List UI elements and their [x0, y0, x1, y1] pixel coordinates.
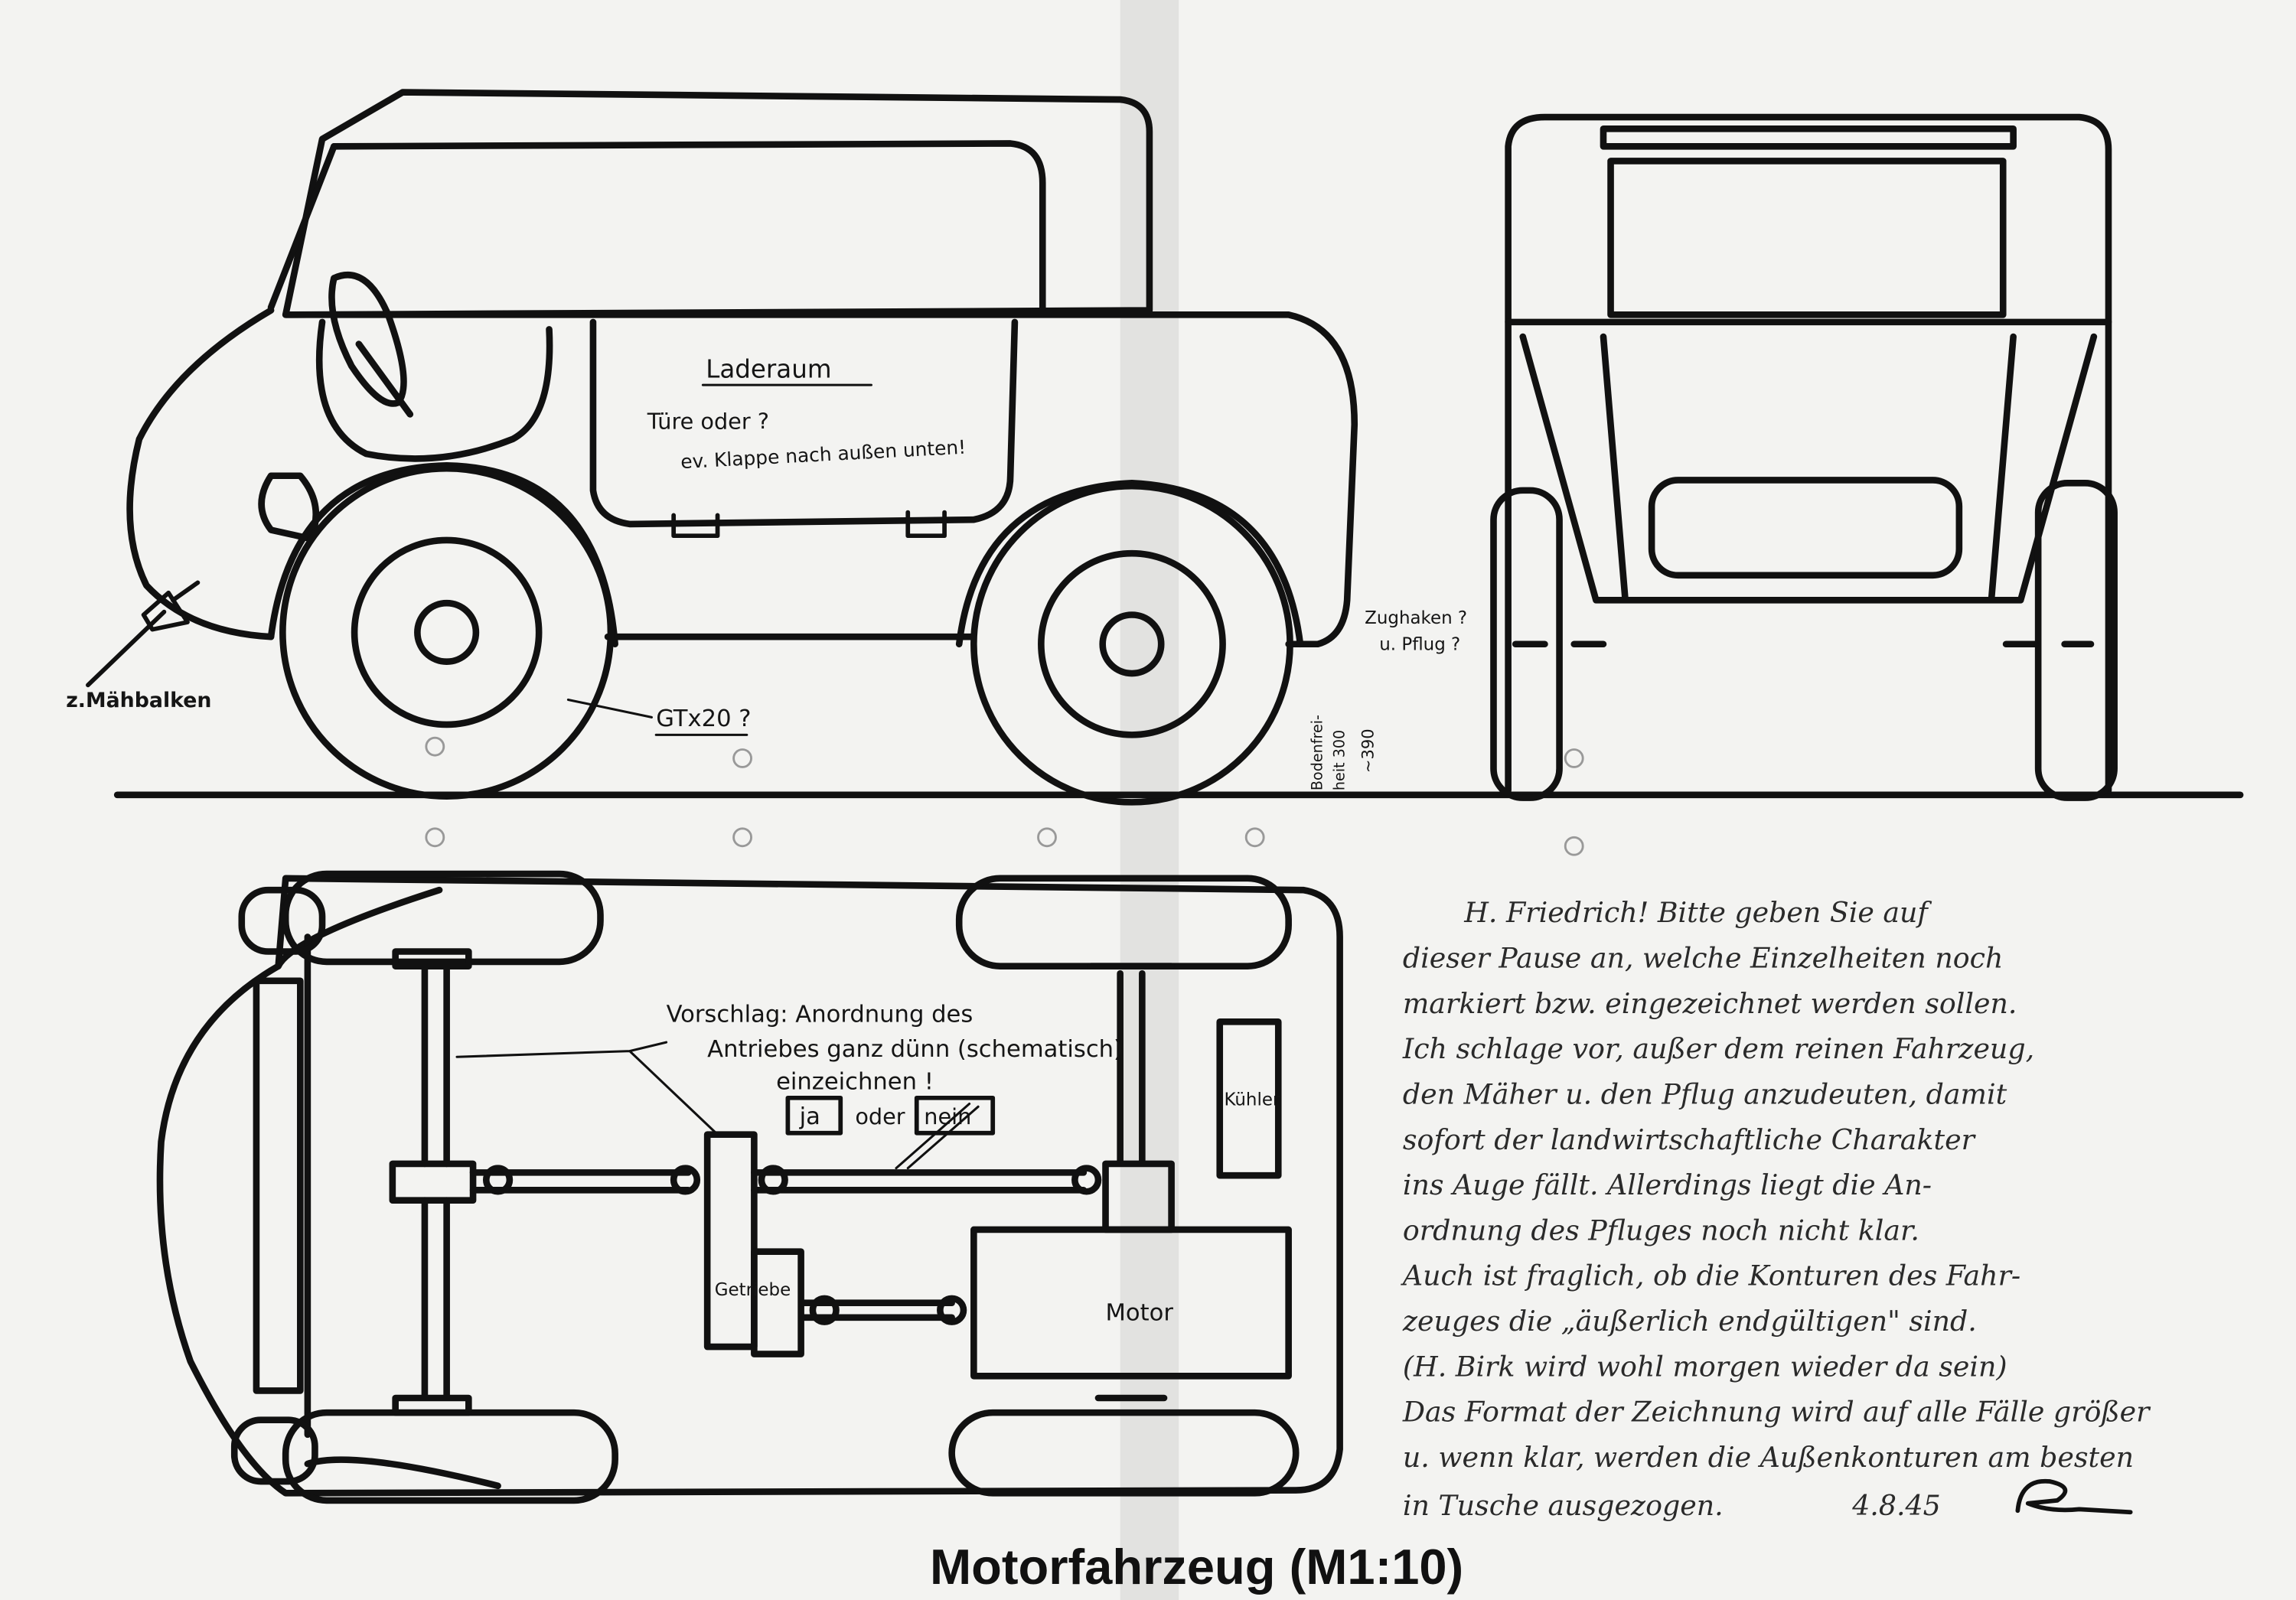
- note-line: H. Friedrich! Bitte geben Sie auf: [1463, 896, 1932, 929]
- windshield-post: [267, 143, 338, 311]
- gearbox-label: Getriebe: [715, 1280, 791, 1300]
- front-axle: [392, 948, 472, 1416]
- gearbox: [703, 1131, 758, 1351]
- no-strike: [895, 1102, 980, 1170]
- proposal-line-1: Vorschlag: Anordnung des: [667, 1001, 974, 1028]
- body-outline: [126, 307, 1358, 648]
- joint: [758, 1165, 788, 1195]
- joint: [1071, 1165, 1102, 1195]
- mower-label: z.Mähbalken: [66, 689, 211, 712]
- note-date: 4.8.45: [1851, 1489, 1941, 1522]
- tire-label: GTx20 ?: [656, 705, 751, 732]
- engine-label: Motor: [1106, 1300, 1174, 1327]
- front-right-wheel: [2034, 480, 2118, 801]
- front-frame: [1505, 318, 2112, 604]
- flap-note: ev. Klappe nach außen unten!: [680, 436, 967, 473]
- rear-wheel: [970, 482, 1293, 806]
- top-view: Vorschlag: Anordnung des Antriebes ganz …: [156, 870, 1343, 1504]
- punch-holes: [425, 736, 1584, 856]
- proposal-line-3: einzeichnen !: [776, 1068, 934, 1095]
- note-line: sofort der landwirtschaftliche Charakter: [1403, 1123, 1977, 1156]
- yes-box: [785, 1095, 843, 1136]
- radiator-label: Kühler: [1224, 1090, 1280, 1110]
- signature: [2015, 1478, 2133, 1515]
- roof-rail: [331, 140, 1046, 314]
- door-question: Türe oder ?: [647, 409, 769, 435]
- steering-wheel: [328, 272, 414, 418]
- note-line: Ich schlage vor, außer dem reinen Fahrze…: [1402, 1032, 2034, 1065]
- proposal-line-2: Antriebes ganz dünn (schematisch): [707, 1036, 1123, 1063]
- front-differential: [389, 1160, 477, 1204]
- note-line: ordnung des Pfluges noch nicht klar.: [1403, 1214, 1919, 1246]
- cargo-door: [589, 318, 1019, 528]
- front-roof: [1600, 125, 2017, 150]
- front-fender: [267, 462, 618, 648]
- plow-label: u. Pflug ?: [1379, 634, 1460, 654]
- note-line: dieser Pause an, welche Einzelheiten noc…: [1403, 942, 2004, 975]
- top-hood: [275, 886, 501, 1490]
- joint: [809, 1295, 840, 1325]
- wheel-rear-right: [948, 1409, 1300, 1497]
- note-line: Das Format der Zeichnung wird auf alle F…: [1402, 1396, 2151, 1429]
- wheel-rear-left: [230, 1409, 618, 1504]
- proposal-leaders: [455, 1041, 719, 1136]
- note-line: den Mäher u. den Pflug anzudeuten, damit: [1403, 1077, 2007, 1110]
- door-latch: [671, 510, 947, 539]
- front-body: [1505, 113, 2112, 794]
- joint: [937, 1295, 967, 1325]
- or-label: oder: [855, 1103, 905, 1129]
- front-view: [1490, 113, 2118, 801]
- gearbox-housing: [751, 1248, 804, 1357]
- note-line: ins Auge fällt. Allerdings liegt die An-: [1403, 1168, 1932, 1201]
- cab-window: [315, 318, 553, 462]
- drive-shafts: [469, 1169, 1088, 1321]
- clearance-alt: ~390: [1358, 728, 1378, 773]
- wheel-front-left: [238, 870, 604, 966]
- top-body: [156, 875, 1343, 1497]
- mower-bar: [86, 580, 201, 688]
- roof: [282, 89, 1153, 318]
- radiator: [1216, 1018, 1282, 1179]
- note-line: markiert bzw. eingezeichnet werden solle…: [1403, 987, 2017, 1020]
- drawing-title: Motorfahrzeug (M1:10): [930, 1539, 1463, 1595]
- yes-option: ja: [799, 1103, 820, 1130]
- note-line: u. wenn klar, werden die Außenkonturen a…: [1403, 1441, 2134, 1474]
- joint: [482, 1165, 514, 1195]
- engine: [970, 1226, 1292, 1380]
- front-left-wheel: [1490, 487, 1563, 801]
- hitch-label: Zughaken ?: [1365, 608, 1467, 628]
- tire-leader: [566, 698, 653, 719]
- front-windshield: [1607, 158, 2007, 318]
- note-line: (H. Birk wird wohl morgen wieder da sein…: [1403, 1350, 2007, 1383]
- front-wheel: [279, 464, 615, 800]
- front-grille: [1648, 477, 1963, 579]
- note-line: Auch ist fraglich, ob die Konturen des F…: [1401, 1259, 2020, 1292]
- cargo-label: Laderaum: [706, 355, 831, 384]
- bumper: [253, 977, 304, 1394]
- clearance-value: heit 300: [1330, 730, 1348, 790]
- clearance-label: Bodenfrei-: [1309, 715, 1326, 790]
- no-box: [914, 1095, 996, 1136]
- handwritten-note: H. Friedrich! Bitte geben Sie auf dieser…: [1401, 896, 2151, 1522]
- joint: [670, 1165, 701, 1195]
- note-line: zeuges die „äußerlich endgültigen" sind.: [1402, 1305, 1977, 1338]
- note-line: in Tusche ausgezogen.: [1403, 1489, 1724, 1522]
